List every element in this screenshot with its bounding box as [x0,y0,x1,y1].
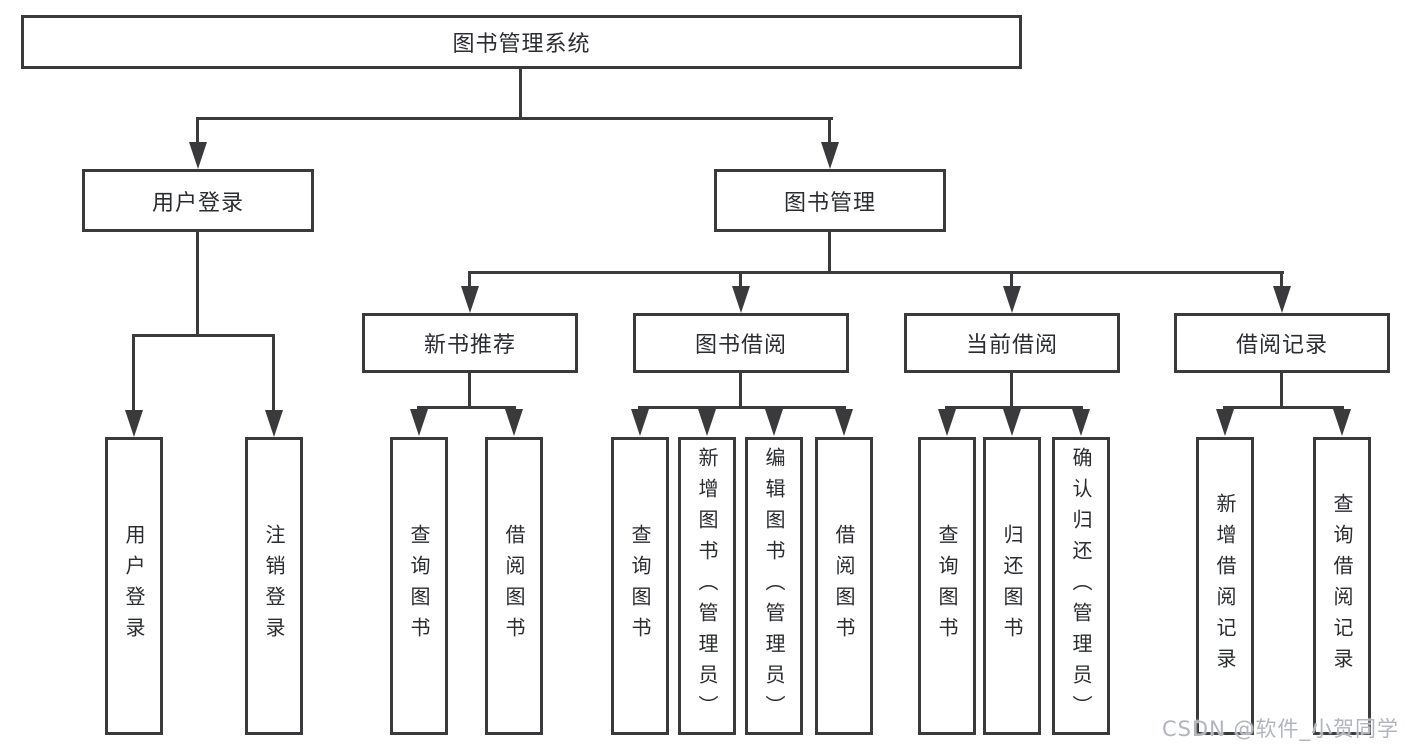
node-leaf-query-books: 查询图书 [390,437,448,735]
connector-line [272,337,275,410]
connector-line [519,69,522,119]
arrow-down-icon [1216,409,1234,436]
node-leaf-add-books-admin: 新增图书（管理员） [678,437,736,735]
connector-line [196,117,833,120]
node-leaf-add-borrow-record: 新增借阅记录 [1196,437,1254,735]
arrow-down-icon [125,410,143,437]
node-leaf-query-books: 查询图书 [611,437,669,735]
node-leaf-logout: 注销登录 [245,437,303,735]
arrow-down-icon [461,286,479,313]
node-borrowing-records: 借阅记录 [1174,313,1390,373]
connector-line [417,406,516,409]
arrow-down-icon [1003,286,1021,313]
arrow-down-icon [410,409,428,436]
connector-line [132,337,135,410]
arrow-down-icon [1003,409,1021,436]
connector-line [1010,373,1013,409]
arrow-down-icon [821,142,839,169]
arrow-down-icon [505,409,523,436]
connector-line [1223,406,1344,409]
connector-line [638,406,846,409]
arrow-down-icon [698,409,716,436]
connector-line [739,373,742,409]
arrow-down-icon [732,286,750,313]
arrow-down-icon [765,409,783,436]
connector-line [196,232,199,337]
arrow-down-icon [631,409,649,436]
node-leaf-borrow-books: 借阅图书 [815,437,873,735]
connector-line [196,119,199,143]
arrow-down-icon [835,409,853,436]
node-leaf-confirm-return-admin: 确认归还（管理员） [1052,437,1110,735]
node-leaf-user-login: 用户登录 [105,437,163,735]
node-leaf-query-borrow-record: 查询借阅记录 [1313,437,1371,735]
node-book-management: 图书管理 [714,169,946,232]
node-leaf-edit-books-admin: 编辑图书（管理员） [745,437,803,735]
connector-line [468,373,471,409]
connector-line [828,232,831,274]
connector-line [1280,274,1283,288]
connector-line [468,271,1284,274]
connector-line [945,406,1083,409]
arrow-down-icon [189,142,207,169]
csdn-watermark: CSDN @软件_小贺同学 [1161,717,1399,741]
connector-line [468,274,471,288]
connector-line [828,119,831,143]
node-label: 图书借阅 [694,333,787,358]
node-book-borrowing: 图书借阅 [633,313,849,373]
connector-line [132,334,275,337]
node-user-login: 用户登录 [82,169,314,232]
arrow-down-icon [1072,409,1090,436]
arrow-down-icon [1333,409,1351,436]
node-new-book-recommendation: 新书推荐 [362,313,578,373]
arrow-down-icon [1273,286,1291,313]
arrow-down-icon [265,410,283,437]
connector-line [1010,274,1013,288]
node-leaf-return-books: 归还图书 [983,437,1041,735]
node-current-borrowing: 当前借阅 [904,313,1120,373]
node-label: 用户登录 [151,190,244,216]
node-leaf-borrow-books: 借阅图书 [485,437,543,735]
node-label: 借阅记录 [1235,333,1328,358]
connector-line [739,274,742,288]
node-leaf-query-books: 查询图书 [918,437,976,735]
arrow-down-icon [938,409,956,436]
node-label: 图书管理 [783,190,876,216]
node-library-management-system: 图书管理系统 [21,15,1022,69]
node-label: 新书推荐 [423,333,516,358]
node-label: 图书管理系统 [452,32,591,57]
node-label: 当前借阅 [965,333,1058,358]
connector-line [1280,373,1283,409]
